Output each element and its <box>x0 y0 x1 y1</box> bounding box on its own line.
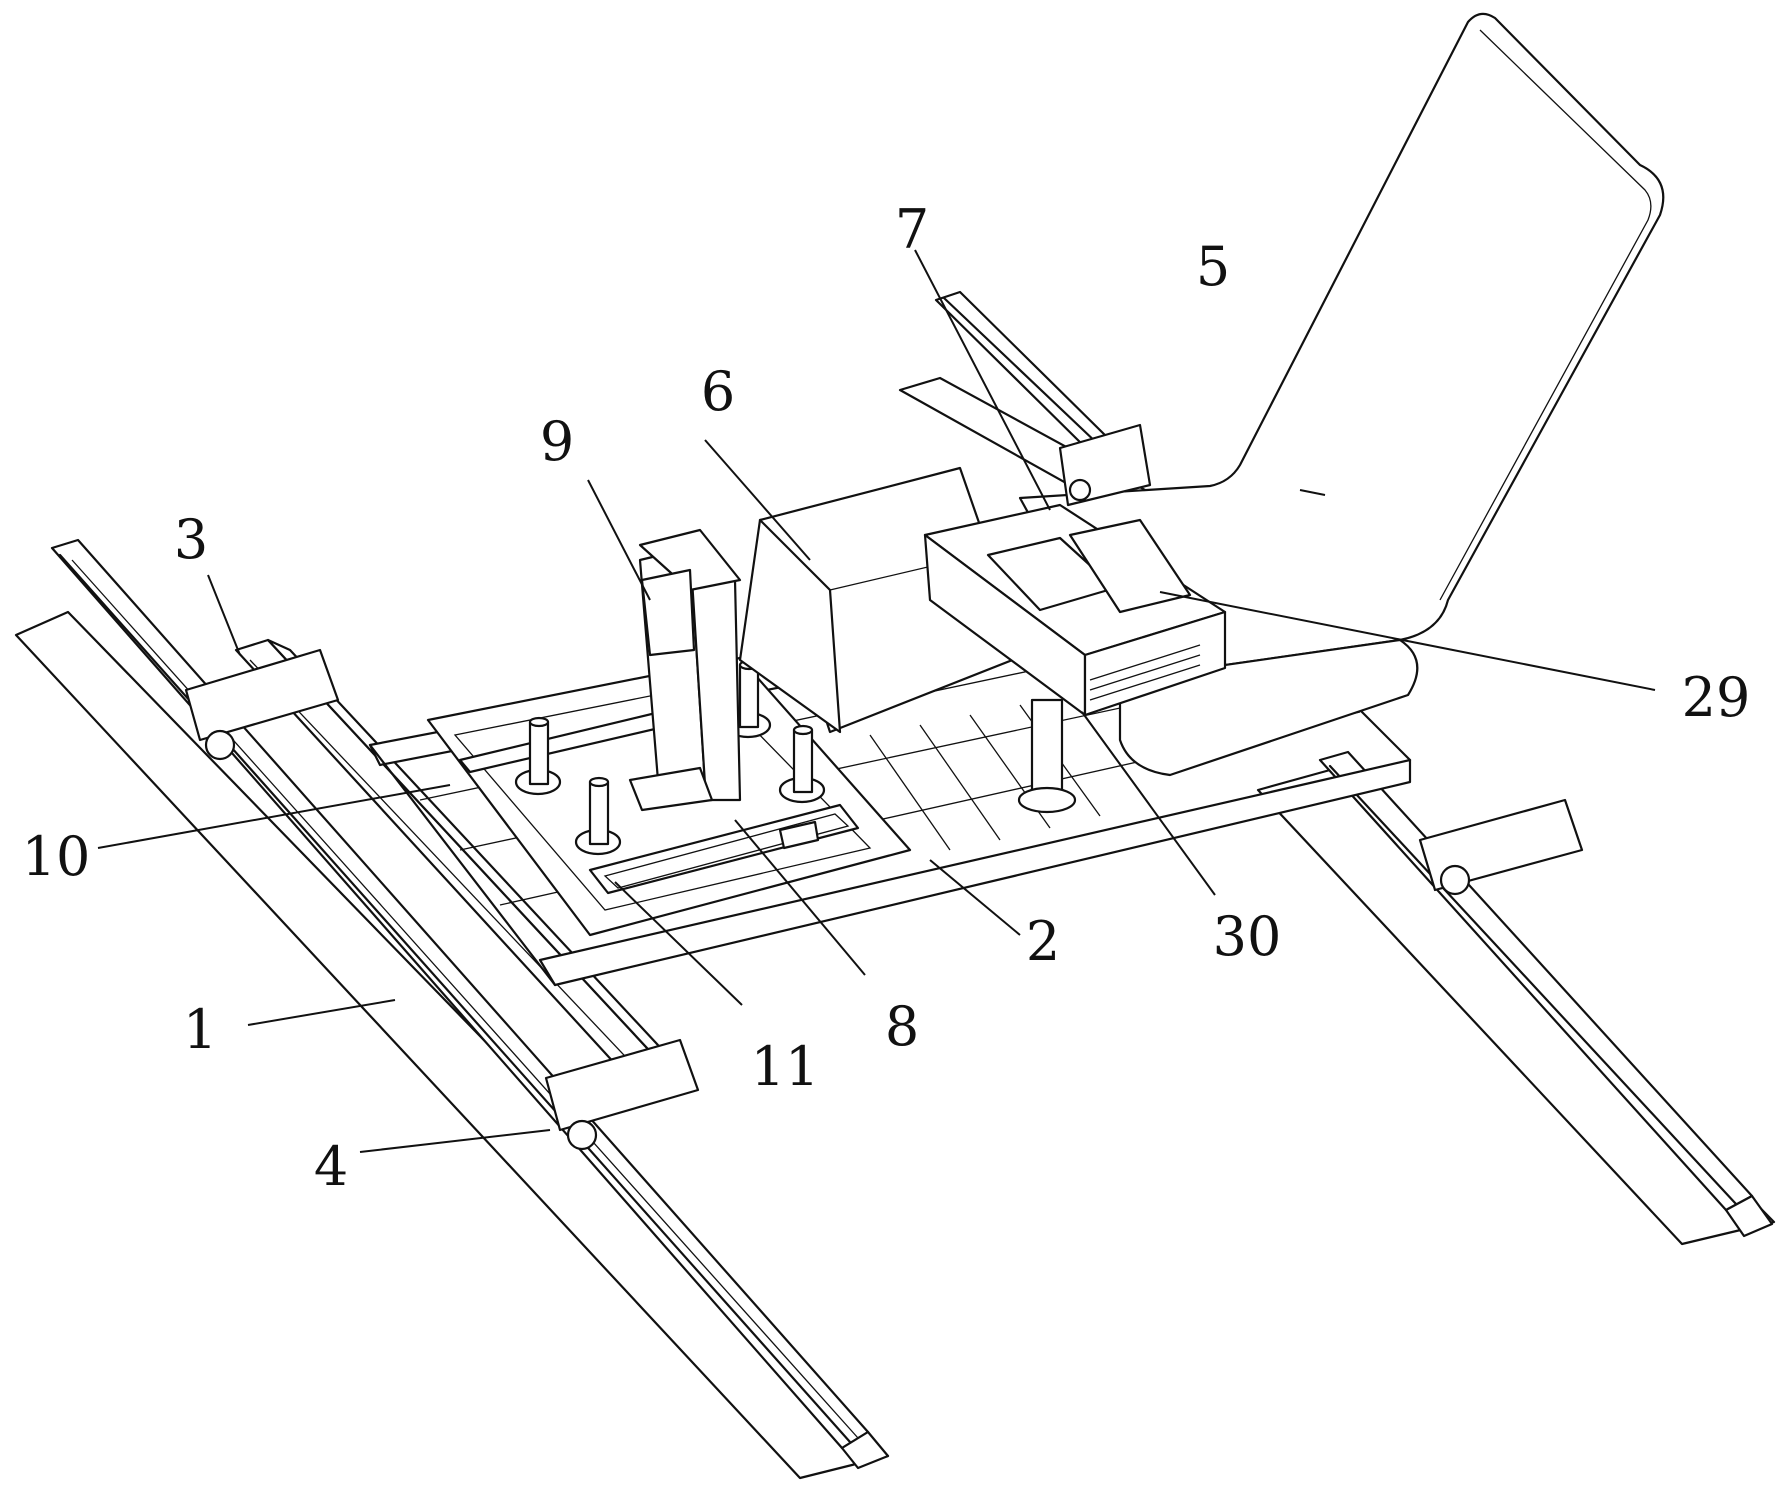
leader-7 <box>914 249 1051 511</box>
leader-8 <box>734 819 866 976</box>
leader-1 <box>247 999 396 1026</box>
callout-3: 3 <box>174 508 208 571</box>
post-10 <box>514 716 562 796</box>
leader-6 <box>704 439 811 561</box>
controller-box <box>923 503 1227 814</box>
leader-5 <box>1299 489 1326 496</box>
wheel-units <box>184 423 1584 1151</box>
vent-grille <box>1089 644 1201 701</box>
leader-10 <box>97 784 451 849</box>
callout-11: 11 <box>751 1035 820 1098</box>
leader-29 <box>1159 591 1656 691</box>
callout-30: 30 <box>1213 905 1282 968</box>
post-11 <box>574 776 622 856</box>
callout-29: 29 <box>1682 666 1751 729</box>
post-right-front <box>778 724 826 804</box>
leader-2 <box>929 859 1021 936</box>
wheel-unit-back-left <box>184 648 340 761</box>
callout-8: 8 <box>885 995 919 1058</box>
leader-lines <box>97 249 1656 1153</box>
callout-labels: 1 2 3 4 5 6 7 8 9 10 11 29 30 <box>22 198 1751 1198</box>
callout-1: 1 <box>183 998 217 1061</box>
callout-5: 5 <box>1196 235 1230 298</box>
column-actuator <box>628 528 742 812</box>
wheel-unit-front-right <box>1418 798 1584 896</box>
leader-30 <box>1081 711 1216 896</box>
leader-11 <box>614 881 743 1006</box>
callout-4: 4 <box>314 1135 348 1198</box>
leader-3 <box>207 574 241 656</box>
callout-2: 2 <box>1026 910 1060 973</box>
callout-6: 6 <box>701 360 735 423</box>
callout-7: 7 <box>895 198 929 261</box>
callout-9: 9 <box>540 410 574 473</box>
wheel-unit-back-right <box>1058 423 1152 507</box>
leader-4 <box>359 1129 551 1153</box>
callout-10: 10 <box>22 825 91 888</box>
leader-9 <box>587 479 651 601</box>
wheel-unit-front-left <box>544 1038 700 1151</box>
